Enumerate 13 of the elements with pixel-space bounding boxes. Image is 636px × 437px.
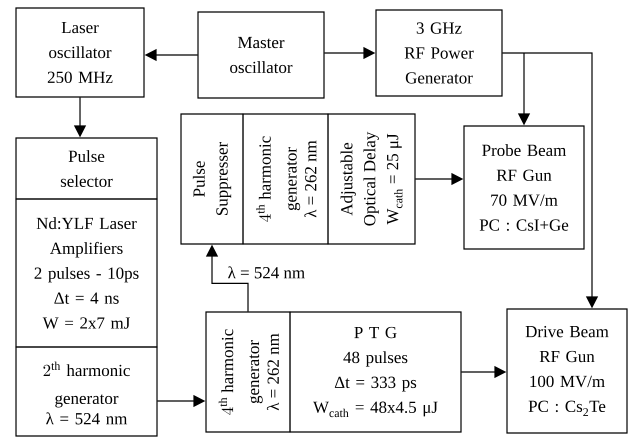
process-box: $\begin{gathered}4^{\text{th}}\text{ harmonic}\\ \text{generator}\end{gathered}$ λ = 262 nm bbox=[242, 113, 329, 245]
edge-label: λ = 524 nm bbox=[226, 265, 306, 280]
process-box: $\begin{gathered}2^{\text{th}}\text{ harmonic}\\ \text{generator}\end{gathered}$ λ = 524 nm bbox=[15, 346, 158, 437]
process-box: Pulse Suppresser bbox=[180, 113, 244, 245]
process-box: Laser oscillator 250 MHz bbox=[15, 7, 145, 98]
process-box: Pulse selector bbox=[15, 137, 158, 200]
process-box: Probe Beam RF Gun 70 MV/m PC : CsI+Ge bbox=[463, 125, 585, 250]
process-box: Master oscillator bbox=[197, 11, 325, 99]
process-box: $\begin{gathered}4^{\text{th}}\text{ harmonic}\\ \text{generator}\end{gathered}$ λ = 262 nm bbox=[205, 311, 291, 433]
process-box: 3 GHz RF Power Generator bbox=[375, 9, 503, 97]
process-box: Nd:YLF Laser Amplifiers 2 pulses - 10ps Δt = 4 ns W = 2x7 mJ bbox=[15, 198, 158, 348]
process-box: Drive Beam RF Gun 100 MV/m PC : Cs$_{2}$Te bbox=[506, 308, 628, 434]
process-box: P T G 48 pulses Δt = 333 ps W$_{cath}$ = 48x4.5 μJ bbox=[289, 311, 462, 433]
